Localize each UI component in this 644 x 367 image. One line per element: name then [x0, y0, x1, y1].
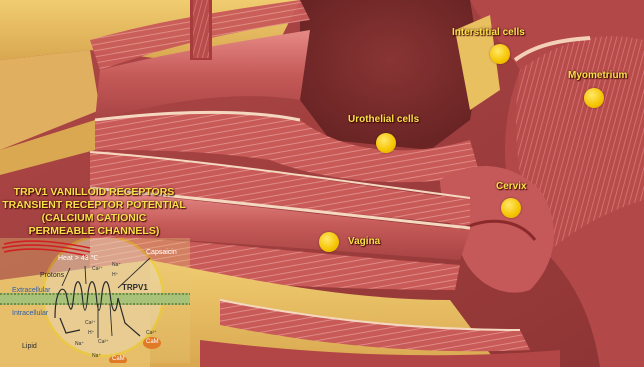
interstitial-cells-marker[interactable] — [490, 44, 510, 64]
urothelial-cells-marker[interactable] — [376, 133, 396, 153]
lipid-bilayer — [0, 293, 190, 305]
intracellular-label: Intracellular — [12, 310, 48, 317]
ion-label: Ca²⁺ — [92, 266, 103, 272]
heading-line-3: (CALCIUM CATIONIC — [2, 212, 186, 225]
ion-label: H⁺ — [112, 272, 118, 278]
capsaicin-label: Capsaicin — [146, 249, 177, 256]
cervix-label: Cervix — [496, 181, 527, 192]
urothelial-cells-label: Urothelial cells — [348, 114, 419, 125]
ion-label: H⁺ — [88, 330, 94, 336]
heat-label: Heat > 43 ℃ — [58, 254, 98, 262]
heading-line-4: PERMEABLE CHANNELS) — [2, 225, 186, 238]
myometrium-label: Myometrium — [568, 70, 627, 81]
trpv1-label: TRPV1 — [122, 283, 148, 292]
interstitial-cells-label: Interstitial cells — [452, 27, 525, 38]
ion-label: Ca²⁺ — [98, 339, 109, 345]
ion-label: Na⁺ — [75, 341, 84, 347]
cam-label: CaM — [112, 356, 125, 362]
ion-label: Ca²⁺ — [146, 330, 157, 336]
vagina-label: Vagina — [348, 236, 380, 247]
ion-label: Ca²⁺ — [85, 320, 96, 326]
cervix-marker[interactable] — [501, 198, 521, 218]
ion-label: Na⁺ — [112, 262, 121, 268]
extracellular-label: Extracellular — [12, 287, 51, 294]
heading-line-1: TRPV1 VANILLOID RECEPTORS — [2, 186, 186, 199]
ion-label: Na⁺ — [92, 353, 101, 359]
protons-label: Protons — [40, 272, 64, 279]
heading-line-2: TRANSIENT RECEPTOR POTENTIAL — [2, 199, 186, 212]
cam-label: CaM — [146, 339, 159, 345]
vagina-marker[interactable] — [319, 232, 339, 252]
lipid-label: Lipid — [22, 343, 37, 350]
myometrium-marker[interactable] — [584, 88, 604, 108]
trpv1-heading: TRPV1 VANILLOID RECEPTORS TRANSIENT RECE… — [2, 186, 186, 238]
